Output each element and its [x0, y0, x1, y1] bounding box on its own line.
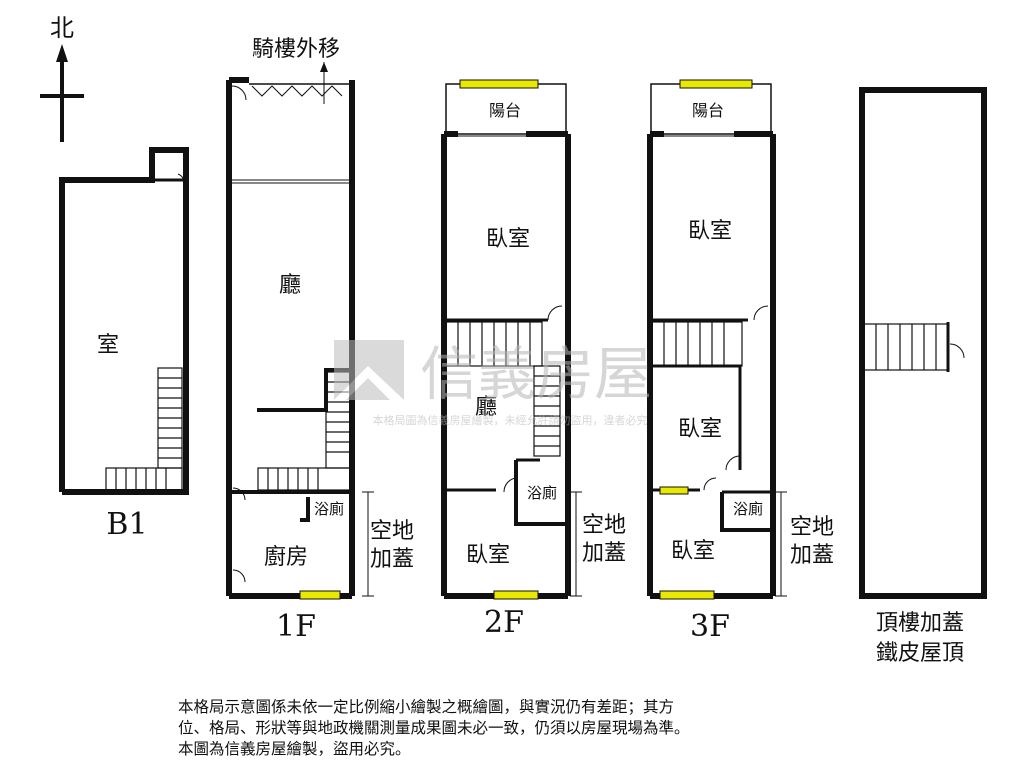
north-label: 北	[50, 14, 74, 42]
room-label-1f-kitchen: 廚房	[264, 545, 308, 570]
room-label-3f-bedroom-mid: 臥室	[678, 417, 722, 442]
floor-label-1f: 1F	[276, 609, 316, 644]
room-label-2f-bedroom-bottom: 臥室	[466, 543, 510, 568]
room-label-2f-hall: 廳	[475, 395, 497, 420]
disclaimer-line-3: 本圖為信義房屋繪製，盜用必究。	[178, 740, 411, 758]
room-label-1f-hall: 廳	[279, 273, 301, 298]
watermark: 信義房屋 本格局圖為信義房屋繪製，未經允許請勿盜用，違者必究	[334, 340, 652, 427]
arcade-label: 騎樓外移	[252, 37, 340, 62]
stairs-b1	[105, 367, 183, 491]
room-label-2f-balcony: 陽台	[489, 101, 521, 120]
side-label-1f-a: 空地	[370, 519, 414, 544]
room-label-3f-bedroom-top: 臥室	[688, 219, 732, 244]
side-label-3f-b: 加蓋	[790, 543, 834, 568]
side-label-1f-b: 加蓋	[370, 547, 414, 572]
north-arrow: 北	[40, 14, 84, 142]
floor-b1: 室 B1	[59, 147, 189, 542]
roof-label-1: 頂樓加蓋	[876, 611, 964, 636]
floor-1f: 騎樓外移 廳	[226, 37, 414, 644]
stairs-1f	[257, 371, 351, 491]
room-label-3f-bath: 浴廁	[733, 500, 763, 518]
disclaimer: 本格局示意圖係未依一定比例縮小繪製之概繪圖，與實況仍有差距；其方 位、格局、形狀…	[178, 697, 858, 760]
side-label-2f-b: 加蓋	[582, 541, 626, 566]
watermark-brand: 信義房屋	[420, 340, 652, 408]
floor-roof: 頂樓加蓋 鐵皮屋頂	[859, 87, 987, 666]
disclaimer-line-1: 本格局示意圖係未依一定比例縮小繪製之概繪圖，與實況仍有差距；其方	[178, 698, 675, 716]
room-label-1f-bath: 浴廁	[314, 500, 344, 518]
room-label-3f-balcony: 陽台	[692, 101, 724, 120]
brand-logo-icon	[334, 340, 404, 400]
floor-2f: 陽台 臥室 廳 浴廁 臥室	[441, 79, 626, 640]
disclaimer-line-2: 位、格局、形狀等與地政機關測量成果圖未必一致，仍須以房屋現場為準。	[178, 719, 690, 737]
floor-label-2f: 2F	[484, 605, 524, 640]
roof-label-2: 鐵皮屋頂	[876, 641, 964, 666]
room-label-b1: 室	[97, 333, 119, 358]
watermark-notice: 本格局圖為信義房屋繪製，未經允許請勿盜用，違者必究	[373, 413, 648, 427]
side-label-3f-a: 空地	[790, 515, 834, 540]
stairs-3f	[651, 321, 743, 367]
room-label-3f-bedroom-bottom: 臥室	[671, 539, 715, 564]
stairs-2f	[445, 321, 561, 457]
room-label-2f-bedroom-top: 臥室	[486, 227, 530, 252]
stairs-roof	[863, 323, 949, 371]
floor-3f: 陽台 臥室 臥室 浴廁 臥室 空地 加蓋 3F	[647, 79, 834, 644]
room-label-2f-bath: 浴廁	[527, 484, 557, 502]
floor-label-b1: B1	[106, 507, 147, 542]
floor-label-3f: 3F	[690, 609, 730, 644]
side-label-2f-a: 空地	[582, 513, 626, 538]
